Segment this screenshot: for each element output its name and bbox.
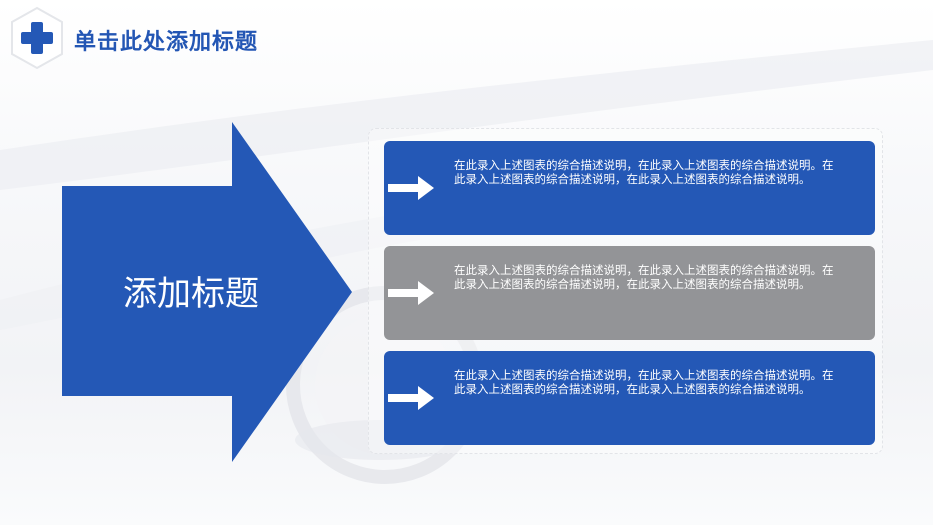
slide-title[interactable]: 单击此处添加标题 <box>74 30 259 55</box>
arrow-right-icon <box>388 281 434 305</box>
description-card-1[interactable]: 在此录入上述图表的综合描述说明，在此录入上述图表的综合描述说明。在此录入上述图表… <box>384 141 875 235</box>
description-card-3[interactable]: 在此录入上述图表的综合描述说明，在此录入上述图表的综合描述说明。在此录入上述图表… <box>384 351 875 445</box>
card-description[interactable]: 在此录入上述图表的综合描述说明，在此录入上述图表的综合描述说明。在此录入上述图表… <box>454 158 834 186</box>
arrow-right-icon <box>388 386 434 410</box>
big-arrow-shape <box>62 122 352 462</box>
medical-cross-icon <box>11 6 63 70</box>
card-description[interactable]: 在此录入上述图表的综合描述说明，在此录入上述图表的综合描述说明。在此录入上述图表… <box>454 263 834 291</box>
card-description[interactable]: 在此录入上述图表的综合描述说明，在此录入上述图表的综合描述说明。在此录入上述图表… <box>454 368 834 396</box>
description-card-2[interactable]: 在此录入上述图表的综合描述说明，在此录入上述图表的综合描述说明。在此录入上述图表… <box>384 246 875 340</box>
arrow-right-icon <box>388 176 434 200</box>
arrow-label[interactable]: 添加标题 <box>123 274 259 314</box>
